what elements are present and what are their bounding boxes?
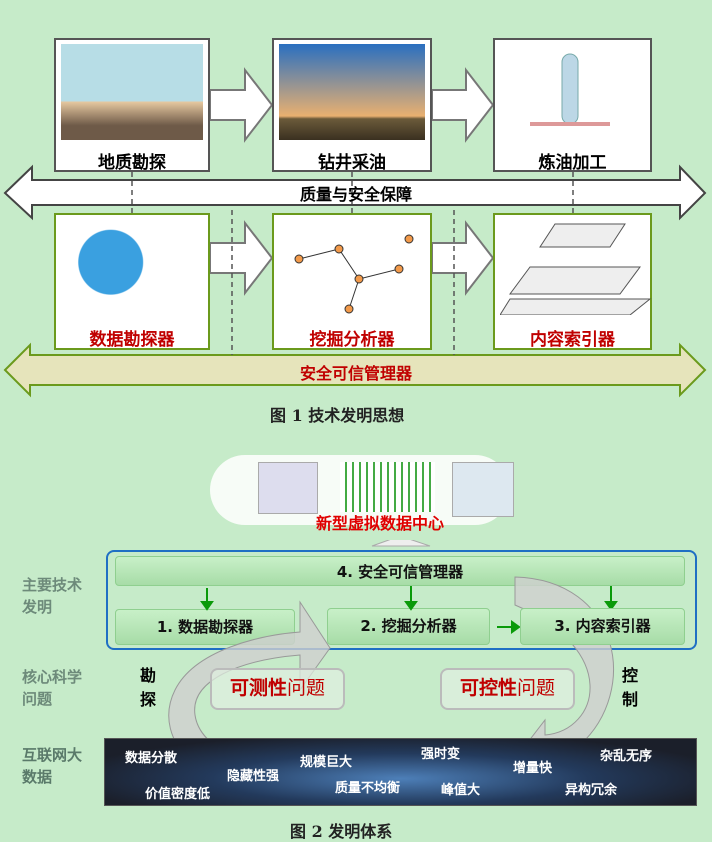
layered-index-image bbox=[500, 223, 652, 315]
card-label: 钻井采油 bbox=[318, 153, 386, 173]
big-data-world-map: 数据分散 规模巨大 强时变 杂乱无序 隐藏性强 增量快 价值密度低 质量不均衡 … bbox=[104, 738, 697, 806]
refining-card: 炼油加工 bbox=[493, 38, 652, 173]
problem-keyword: 可控性 bbox=[459, 677, 517, 699]
figure2-caption: 图 2 发明体系 bbox=[290, 822, 393, 841]
figure1-arrows bbox=[3, 67, 707, 398]
trait-label: 价值密度低 bbox=[145, 787, 211, 802]
www-globe-image bbox=[61, 219, 203, 315]
problem-suffix: 问题 bbox=[517, 677, 556, 699]
trust-manager-box: 4. 安全可信管理器 bbox=[115, 556, 685, 586]
control-verb: 控制 bbox=[622, 666, 639, 709]
card-label: 地质勘探 bbox=[98, 153, 166, 173]
data-explorer-card: 数据勘探器 bbox=[54, 213, 210, 350]
controllability-problem: 可控性问题 bbox=[440, 668, 575, 710]
mining-analyzer-card: 挖掘分析器 bbox=[272, 213, 432, 350]
trust-manager-arrow-label: 安全可信管理器 bbox=[299, 364, 412, 383]
datacenter-thumbnail bbox=[452, 462, 514, 517]
card-label: 数据勘探器 bbox=[89, 330, 175, 350]
trait-label: 规模巨大 bbox=[300, 755, 353, 770]
datacenter-thumbnail bbox=[340, 462, 435, 512]
card-label: 内容索引器 bbox=[530, 330, 615, 350]
card-label: 挖掘分析器 bbox=[309, 330, 395, 350]
module-mining-analyzer: 2. 挖掘分析器 bbox=[327, 608, 490, 645]
figure1-caption: 图 1 技术发明思想 bbox=[270, 406, 405, 425]
trait-label: 质量不均衡 bbox=[335, 781, 401, 796]
main-inventions-frame bbox=[106, 550, 697, 650]
trait-label: 杂乱无序 bbox=[600, 749, 653, 764]
module-content-indexer: 3. 内容索引器 bbox=[520, 608, 685, 645]
card-label: 炼油加工 bbox=[538, 153, 607, 173]
trait-label: 峰值大 bbox=[441, 783, 481, 798]
trait-label: 异构冗余 bbox=[565, 783, 618, 798]
problem-suffix: 问题 bbox=[287, 677, 326, 699]
explore-verb: 勘探 bbox=[140, 666, 157, 709]
geological-exploration-card: 地质勘探 bbox=[54, 38, 210, 173]
label-core-problems: 核心科学问题 bbox=[22, 668, 83, 708]
trait-label: 强时变 bbox=[421, 747, 461, 762]
content-indexer-card: 内容索引器 bbox=[493, 213, 652, 350]
distillation-diagram-image bbox=[500, 44, 645, 140]
virtual-datacenter-title: 新型虚拟数据中心 bbox=[315, 514, 444, 533]
trait-label: 数据分散 bbox=[125, 751, 178, 766]
problem-keyword: 可测性 bbox=[229, 677, 287, 699]
trait-label: 隐藏性强 bbox=[227, 769, 280, 784]
geologist-image bbox=[61, 44, 203, 140]
quality-assurance-arrow-label: 质量与安全保障 bbox=[299, 185, 412, 204]
measurability-problem: 可测性问题 bbox=[210, 668, 345, 710]
trait-label: 增量快 bbox=[513, 761, 553, 776]
drilling-card: 钻井采油 bbox=[272, 38, 432, 173]
label-main-inventions: 主要技术发明 bbox=[22, 576, 83, 616]
graph-network-image bbox=[294, 234, 414, 314]
oil-pump-image bbox=[279, 44, 425, 140]
label-internet-big-data: 互联网大数据 bbox=[22, 746, 83, 786]
datacenter-thumbnail bbox=[258, 462, 318, 514]
